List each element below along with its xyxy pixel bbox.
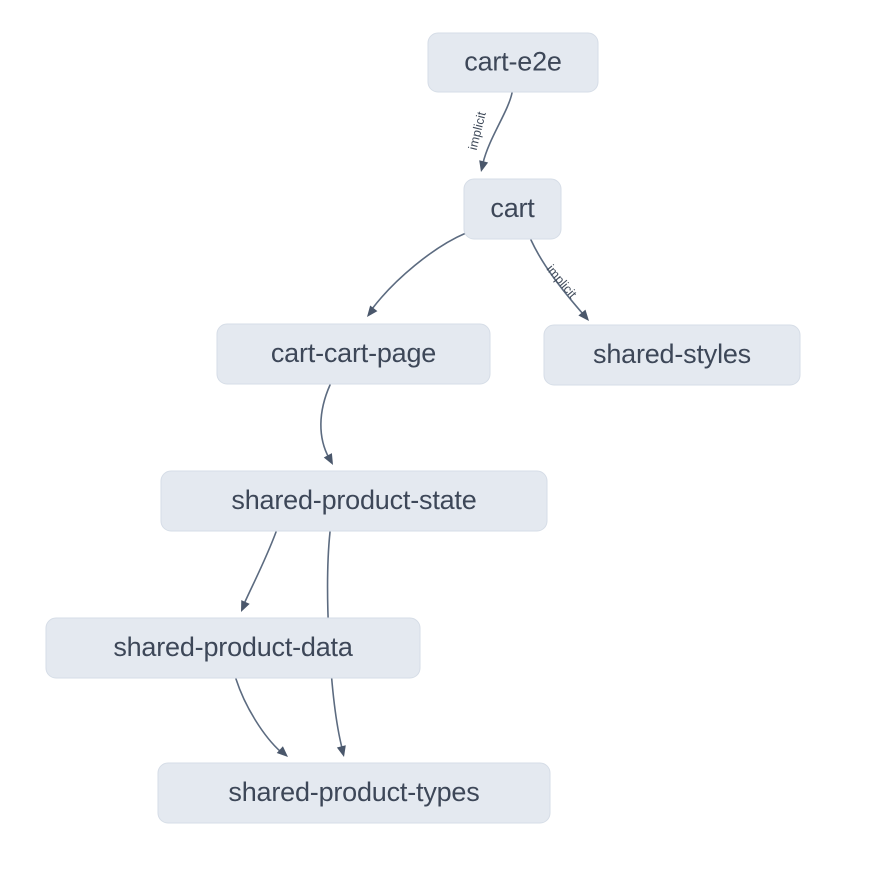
arrowhead-icon <box>241 600 250 612</box>
node-label: shared-product-data <box>113 632 354 662</box>
edge-line <box>235 678 282 753</box>
node-box[interactable] <box>157 762 551 824</box>
edge-line <box>371 232 467 310</box>
edge-line <box>320 384 331 459</box>
node-box[interactable] <box>160 470 548 532</box>
node-box[interactable] <box>216 323 491 385</box>
node-label: cart <box>490 193 535 223</box>
edge-line <box>530 239 584 315</box>
edge-decor-shared-product-data-to-shared-product-types <box>276 746 288 757</box>
edge-label: implicit <box>544 262 580 301</box>
node-label: shared-styles <box>593 339 751 369</box>
edge-cart-to-shared-styles <box>530 239 584 315</box>
node-cart[interactable]: cart <box>463 178 562 240</box>
arrowhead-icon <box>323 453 333 465</box>
node-box[interactable] <box>45 617 421 679</box>
node-shared-styles[interactable]: shared-styles <box>543 324 801 386</box>
arrowhead-icon <box>336 745 346 757</box>
edge-line <box>243 531 277 605</box>
edge-cart-e2e-to-cart <box>482 92 513 164</box>
edge-decor-shared-product-state-to-shared-product-data <box>241 600 250 612</box>
edge-decor-cart-to-cart-cart-page <box>367 305 378 317</box>
edge-decor-cart-cart-page-to-shared-product-state <box>323 453 333 465</box>
node-label: cart-e2e <box>464 47 561 77</box>
node-box[interactable] <box>427 32 599 93</box>
node-shared-product-state[interactable]: shared-product-state <box>160 470 548 532</box>
arrowhead-icon <box>479 160 489 172</box>
edge-shared-product-state-to-shared-product-data <box>243 531 277 605</box>
node-box[interactable] <box>463 178 562 240</box>
arrowhead-icon <box>367 305 378 317</box>
node-label: cart-cart-page <box>271 338 436 368</box>
node-cart-cart-page[interactable]: cart-cart-page <box>216 323 491 385</box>
node-layer: cart-e2e cart cart-cart-page shared-styles s… <box>45 32 801 824</box>
edge-decor-cart-e2e-to-cart: implicit <box>466 110 489 172</box>
node-label: shared-product-state <box>231 485 476 515</box>
arrowhead-icon <box>578 309 589 321</box>
node-shared-product-data[interactable]: shared-product-data <box>45 617 421 679</box>
arrowhead-icon <box>276 746 288 757</box>
edge-cart-to-cart-cart-page <box>371 232 467 310</box>
node-cart-e2e[interactable]: cart-e2e <box>427 32 599 93</box>
edge-decor-shared-product-state-to-shared-product-types <box>336 745 346 757</box>
edge-line <box>482 92 513 164</box>
edge-shared-product-data-to-shared-product-types <box>235 678 282 753</box>
edge-label: implicit <box>466 110 489 152</box>
node-box[interactable] <box>543 324 801 386</box>
edge-decor-cart-to-shared-styles: implicit <box>544 262 589 321</box>
node-shared-product-types[interactable]: shared-product-types <box>157 762 551 824</box>
edge-cart-cart-page-to-shared-product-state <box>320 384 331 459</box>
node-label: shared-product-types <box>228 777 479 807</box>
